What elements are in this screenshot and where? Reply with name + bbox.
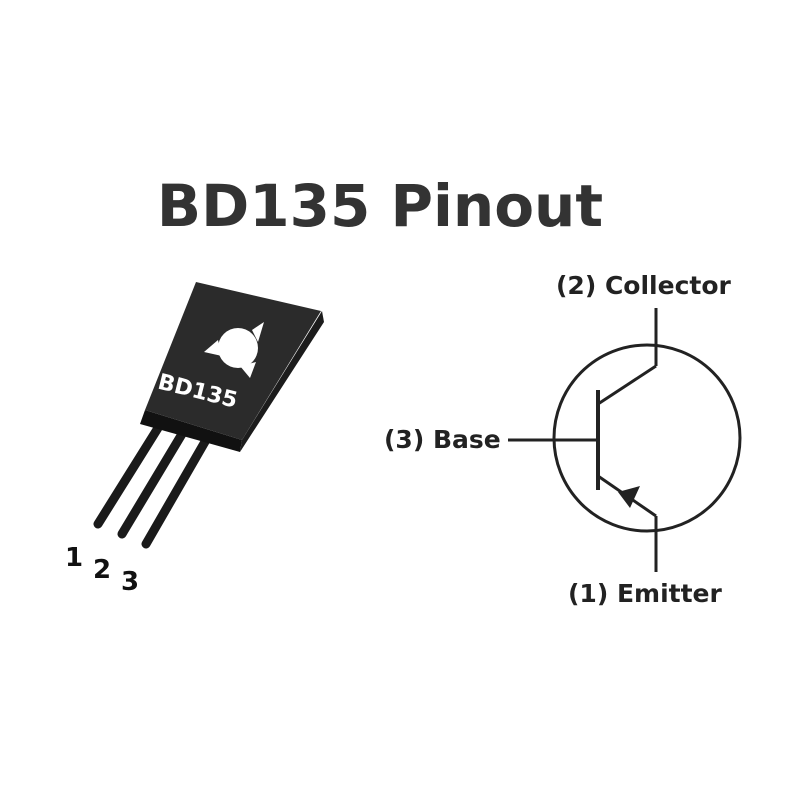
collector-label: (2) Collector (556, 271, 732, 300)
collector-diagonal (597, 364, 657, 406)
lead-2 (117, 429, 187, 539)
lead-3 (141, 435, 211, 549)
pin-numbers: 1 2 3 (65, 543, 139, 597)
page-title: BD135 Pinout (157, 172, 603, 240)
mounting-hole-icon (204, 322, 264, 378)
symbol-circle (552, 343, 742, 533)
npn-transistor-symbol (508, 308, 742, 572)
pin-number-1: 1 (65, 543, 83, 573)
transistor-package: BD135 (93, 282, 324, 549)
base-label: (3) Base (384, 425, 501, 454)
package-body-edge (240, 311, 324, 452)
lead-1 (93, 423, 163, 529)
package-body-side (140, 410, 242, 452)
emitter-arrow-icon (618, 486, 640, 508)
pin-number-2: 2 (93, 555, 111, 585)
package-leads (93, 423, 211, 549)
pin-number-3: 3 (121, 567, 139, 597)
emitter-label: (1) Emitter (568, 579, 723, 608)
